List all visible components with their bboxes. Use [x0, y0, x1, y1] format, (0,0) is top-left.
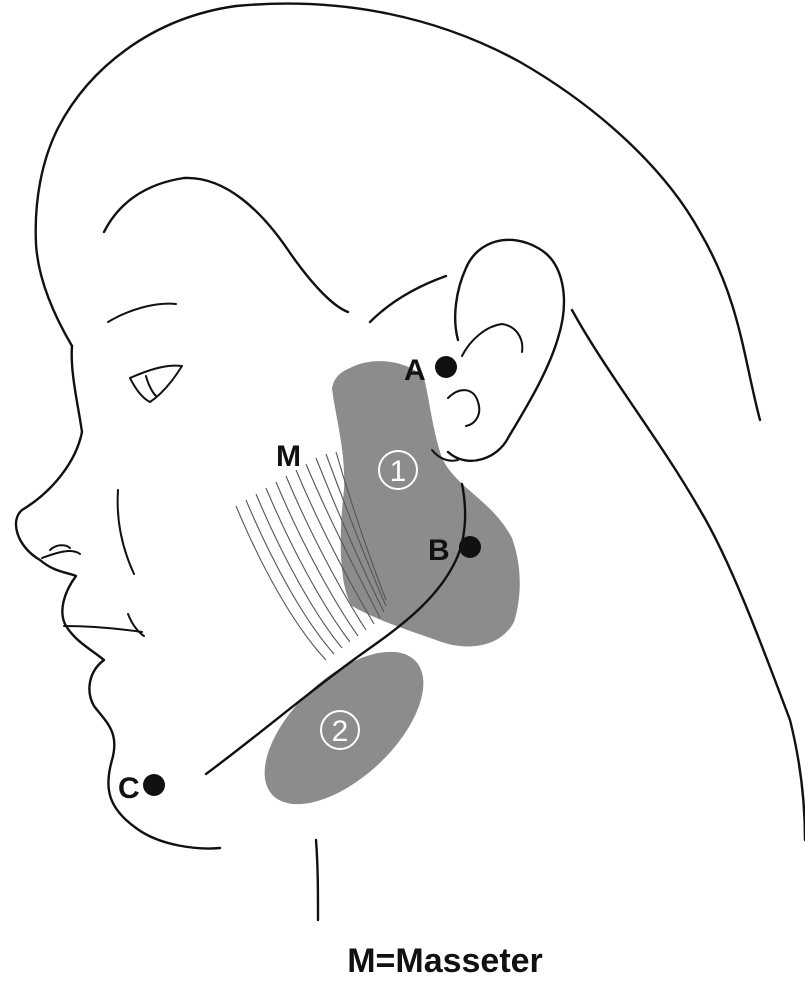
hairline: [236, 4, 760, 420]
point-b-label: B: [428, 534, 450, 567]
hair-outline: [36, 6, 236, 346]
point-a-dot: [435, 356, 457, 378]
hairline-front: [104, 178, 348, 312]
masseter-label: M: [276, 440, 301, 473]
ear-tragus: [448, 390, 479, 426]
point-a-label: A: [404, 354, 426, 387]
region-2-number: 2: [332, 715, 349, 748]
point-c-label: C: [118, 772, 140, 805]
eyebrow: [108, 304, 176, 322]
legend-caption: M=Masseter: [347, 942, 543, 980]
neck-back-line: [572, 310, 805, 840]
nasolabial-line: [118, 490, 134, 574]
neck-front-line: [316, 840, 318, 920]
nostril: [50, 545, 70, 550]
eye-pupil: [146, 376, 156, 396]
lip-line: [64, 626, 142, 632]
point-c-dot: [143, 774, 165, 796]
nose-bottom: [42, 551, 80, 558]
region-1-number: 1: [390, 455, 407, 488]
point-b-dot: [459, 536, 481, 558]
sideburn-line: [370, 276, 446, 322]
ear-inner: [462, 324, 522, 356]
